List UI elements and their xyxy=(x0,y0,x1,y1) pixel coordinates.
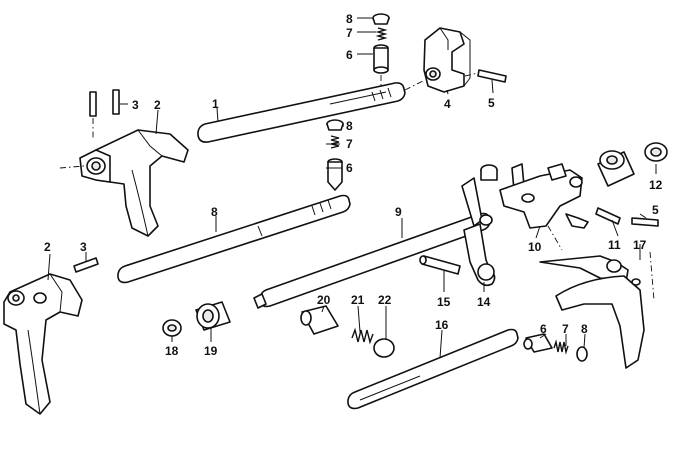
callout-7-bottom: 7 xyxy=(562,322,569,336)
plunger-sleeve-20 xyxy=(300,305,339,335)
callout-6-mid: 6 xyxy=(346,161,353,175)
detent-spring-mid xyxy=(330,135,340,149)
selector-rod-16 xyxy=(347,328,519,410)
interlock-plunger-top xyxy=(480,164,498,181)
roll-pin-5-right xyxy=(631,217,659,227)
selector-rod-9 xyxy=(117,194,351,284)
roll-pin-3-left xyxy=(73,257,99,273)
callout-15: 15 xyxy=(437,295,451,309)
callout-21: 21 xyxy=(351,293,365,307)
seal-ring-18 xyxy=(162,319,182,337)
callout-11: 10 xyxy=(528,240,542,254)
detent-sleeve-bottom xyxy=(523,333,553,353)
callout-2-left: 2 xyxy=(44,240,51,254)
callout-9: 8 xyxy=(211,205,218,219)
callout-4: 4 xyxy=(444,97,451,111)
shift-lever-14 xyxy=(461,177,496,287)
callout-22: 22 xyxy=(378,293,392,307)
callout-14: 14 xyxy=(477,295,491,309)
selector-bracket-4 xyxy=(423,27,471,93)
callout-5-right: 5 xyxy=(652,203,659,217)
roll-pins-3-top xyxy=(89,89,120,117)
roll-pin-5-top xyxy=(477,69,507,83)
bushing-19 xyxy=(195,301,231,331)
selector-rod-1 xyxy=(197,82,406,143)
callout-12: 11 xyxy=(608,238,621,252)
callout-1: 1 xyxy=(212,97,219,111)
detent-spring-bottom xyxy=(553,339,569,355)
shift-fork-17 xyxy=(539,255,645,369)
detent-ball-mid xyxy=(326,119,344,131)
callout-8-bottom: 8 xyxy=(581,322,588,336)
detent-sleeve-mid xyxy=(327,158,343,191)
shift-fork-2-top xyxy=(79,129,189,237)
callout-6-bottom: 6 xyxy=(540,322,547,336)
shift-fork-2-left xyxy=(3,273,83,415)
detent-ball-bottom xyxy=(576,346,588,362)
callout-8-mid: 8 xyxy=(346,119,353,133)
locking-nut-13 xyxy=(644,142,668,162)
detent-spring-top xyxy=(375,27,388,41)
callout-2-top: 2 xyxy=(154,98,161,112)
dowel-pin-15 xyxy=(419,255,461,275)
callout-17: 17 xyxy=(633,238,647,252)
detent-sleeve-top xyxy=(373,44,389,74)
bushing-top-right xyxy=(597,150,635,187)
detent-ball-top xyxy=(372,13,390,25)
callout-3-left: 3 xyxy=(80,240,87,254)
selector-head-11 xyxy=(499,163,589,229)
callout-20: 20 xyxy=(317,293,331,307)
callout-3-top: 3 xyxy=(132,98,139,112)
spring-21 xyxy=(351,327,374,345)
ball-cap-22 xyxy=(373,338,395,358)
callout-10: 9 xyxy=(395,205,402,219)
callout-18: 18 xyxy=(165,344,179,358)
callout-16: 16 xyxy=(435,318,449,332)
callout-19: 19 xyxy=(204,344,218,358)
callout-7-mid: 7 xyxy=(346,137,353,151)
callout-7-top: 7 xyxy=(346,26,353,40)
callout-leaders xyxy=(47,17,657,359)
callout-5-top: 5 xyxy=(488,96,495,110)
callout-13: 12 xyxy=(649,178,663,192)
callout-6-top: 6 xyxy=(346,48,353,62)
roll-pin-12 xyxy=(595,207,621,225)
callout-8-top: 8 xyxy=(346,12,353,26)
